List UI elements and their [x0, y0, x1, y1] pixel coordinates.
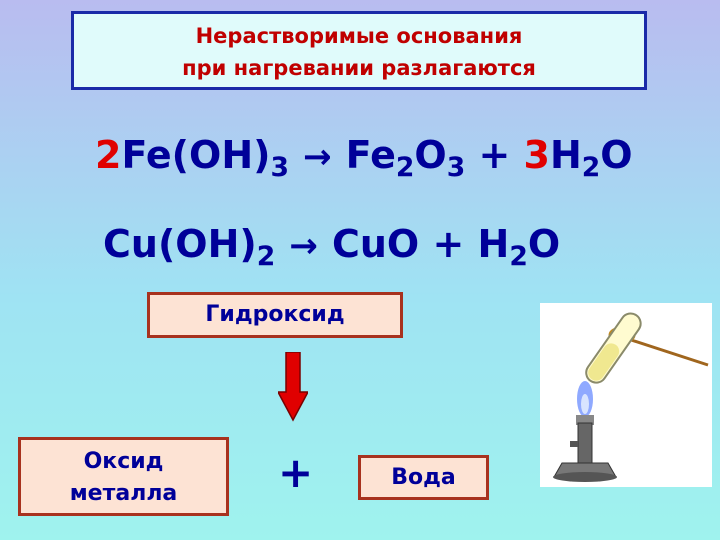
water-h-subscript: 2	[509, 240, 528, 272]
burner-illustration	[540, 303, 712, 487]
reactant-formula: Cu(OH)	[103, 222, 257, 266]
water-h: H	[549, 133, 582, 177]
coefficient-3: 3	[523, 133, 550, 177]
metal-oxide-box: Оксид металла	[18, 437, 229, 516]
product-cuo: CuO	[331, 222, 420, 266]
water-h: H	[477, 222, 510, 266]
water-h-subscript: 2	[581, 151, 601, 183]
down-arrow-icon	[278, 352, 308, 422]
reaction-arrow: →	[303, 137, 332, 177]
reaction-arrow: →	[289, 226, 318, 266]
water-o: O	[527, 222, 561, 266]
plus-sign: +	[432, 222, 465, 266]
oxide-label-line-1: Оксид	[83, 449, 164, 474]
title-line-2: при нагревании разлагаются	[182, 56, 536, 80]
reactant-subscript: 2	[256, 240, 276, 272]
product-fe-subscript: 2	[395, 151, 415, 183]
title-line-1: Нерастворимые основания	[195, 24, 523, 48]
reactant-formula: Fe(OH)	[121, 133, 271, 177]
coefficient-2: 2	[95, 133, 122, 177]
water-o: O	[600, 133, 633, 177]
reactant-subscript: 3	[270, 151, 289, 183]
product-fe: Fe	[345, 133, 396, 177]
water-box: Вода	[358, 455, 489, 500]
scheme-plus: +	[278, 448, 314, 497]
product-o-subscript: 3	[446, 151, 466, 183]
test-tube-over-burner-icon	[553, 312, 709, 482]
equation-iron-hydroxide: 2Fe(OH)3→Fe2O3 + 3H2O	[95, 133, 633, 181]
oxide-label-line-2: металла	[69, 481, 178, 506]
title-box: Нерастворимые основания при нагревании р…	[71, 11, 647, 90]
hydroxide-box: Гидроксид	[147, 292, 403, 338]
equation-copper-hydroxide: Cu(OH)2→CuO + H2O	[103, 222, 561, 270]
plus-sign: +	[478, 133, 511, 177]
product-o: O	[414, 133, 447, 177]
